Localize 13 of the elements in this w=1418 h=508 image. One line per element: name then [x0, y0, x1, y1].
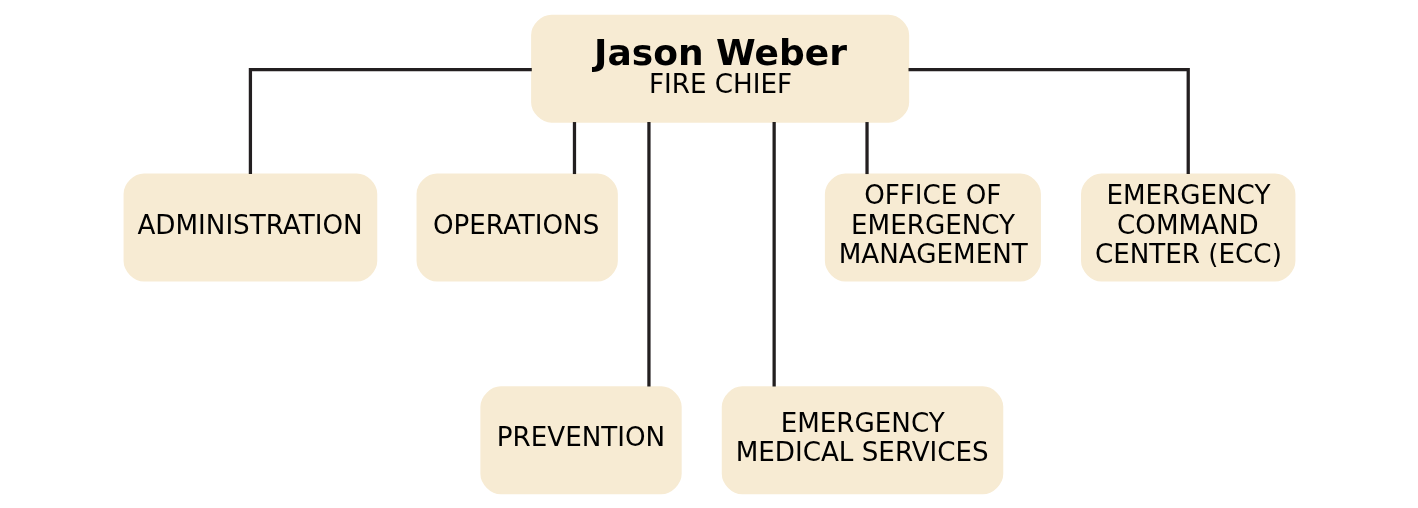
node-box: ADMINISTRATION	[123, 173, 377, 281]
node-box: EMERGENCY MEDICAL SERVICES	[721, 385, 1003, 494]
connector	[864, 121, 869, 174]
node-box: Jason Weber FIRE CHIEF	[530, 14, 909, 123]
node-box: PREVENTION	[479, 385, 682, 494]
connector	[248, 67, 532, 174]
connector	[572, 121, 576, 174]
connector	[908, 67, 1190, 174]
connector	[772, 121, 776, 387]
connector	[646, 121, 651, 387]
node-box: EMERGENCY COMMAND CENTER (ECC)	[1080, 173, 1295, 281]
node-box: OPERATIONS	[416, 173, 618, 281]
node-box: OFFICE OF EMERGENCY MANAGEMENT	[824, 173, 1041, 281]
